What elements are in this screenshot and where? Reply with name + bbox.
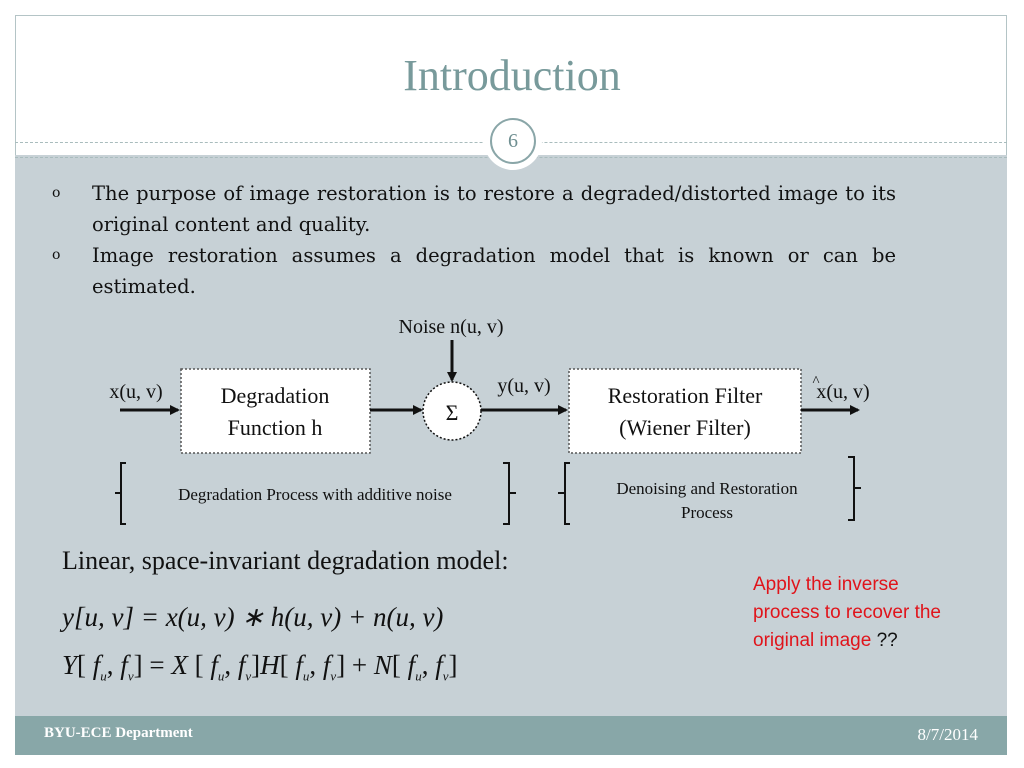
degradation-box (180, 368, 371, 454)
eq-Y: Y (62, 650, 78, 680)
restoration-line2: (Wiener Filter) (619, 415, 751, 440)
equation-frequency: Y[ fu, fv] = X [ fu, fv]H[ fu, fv] + N[ … (62, 650, 458, 684)
eq-sub-u: u (302, 668, 310, 684)
eq-f: f (210, 650, 218, 680)
left-brace-close (503, 462, 516, 525)
eq-f: f (295, 650, 303, 680)
output-hat: ^ (812, 374, 819, 390)
content-area (15, 155, 1007, 716)
inverse-note-suffix: ?? (876, 630, 898, 651)
bullet-text: Image restoration assumes a degradation … (92, 244, 896, 298)
eq-sub-u: u (100, 668, 107, 684)
bullet-text: The purpose of image restoration is to r… (92, 182, 896, 236)
bullet-marker: o (52, 185, 61, 201)
restoration-box (568, 368, 802, 454)
eq-sub-v: v (245, 668, 252, 684)
degradation-line2: Function h (228, 415, 323, 440)
noise-label: Noise n(u, v) (399, 316, 504, 338)
eq-f: f (407, 650, 416, 680)
degradation-line1: Degradation (221, 383, 330, 408)
footer-department: BYU-ECE Department (44, 725, 193, 741)
eq-f: f (435, 650, 443, 680)
equation-spatial: y[u, v] = x(u, v) ∗ h(u, v) + n(u, v) (62, 602, 444, 632)
eq-f: f (237, 650, 246, 680)
intermediate-label: y(u, v) (497, 375, 550, 397)
degradation-process-label: Degradation Process with additive noise (178, 485, 452, 504)
eq-sub-v: v (127, 668, 134, 684)
eq-sub-u: u (415, 668, 422, 684)
page-number: 6 (490, 118, 536, 164)
eq-f: f (322, 650, 331, 680)
inverse-note-text: Apply the inverse process to recover the… (753, 574, 941, 651)
model-heading: Linear, space-invariant degradation mode… (62, 546, 509, 575)
sum-symbol: Σ (446, 400, 459, 425)
right-brace-open (558, 462, 570, 525)
slide-title: Introduction (403, 51, 621, 100)
output-label: x(u, v) (816, 381, 869, 403)
footer-date: 8/7/2014 (917, 725, 978, 744)
bullet-marker: o (52, 247, 61, 263)
eq-f: f (120, 650, 128, 680)
restoration-process-line1: Denoising and Restoration (616, 479, 798, 498)
bullet-item: o Image restoration assumes a degradatio… (52, 240, 896, 302)
input-label: x(u, v) (109, 381, 162, 403)
eq-sub-v: v (442, 668, 449, 684)
eq-N: N (373, 650, 392, 680)
eq-f: f (92, 650, 101, 680)
eq-H: H (260, 650, 280, 680)
bullet-list: o The purpose of image restoration is to… (52, 178, 896, 302)
bullet-item: o The purpose of image restoration is to… (52, 178, 896, 240)
restoration-line1: Restoration Filter (608, 383, 763, 408)
footer-bar (15, 716, 1007, 755)
restoration-process-line2: Process (681, 503, 733, 522)
inverse-note: Apply the inverse process to recover the… (753, 571, 953, 655)
right-brace-close (848, 456, 861, 521)
eq-X: X (171, 650, 188, 680)
eq-sub-v: v (330, 668, 337, 684)
left-brace-open (115, 462, 126, 525)
eq-sub-u: u (217, 668, 225, 684)
